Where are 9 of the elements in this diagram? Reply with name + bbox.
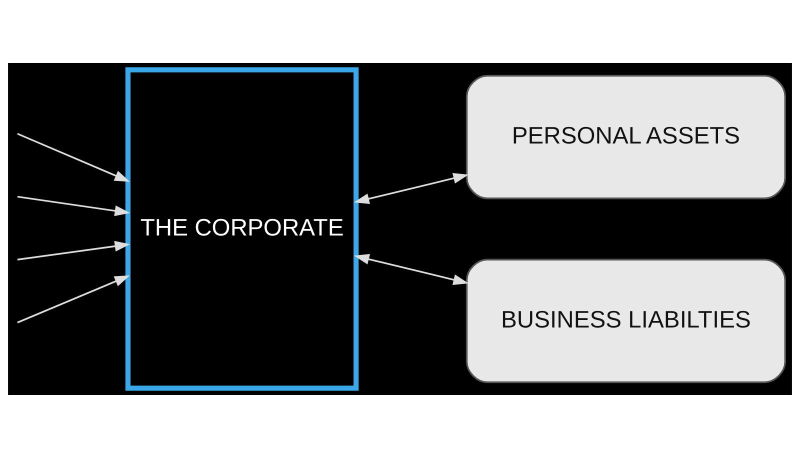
node-box: BUSINESS LIABILTIES: [466, 258, 786, 383]
node-box: PERSONAL ASSETS: [466, 74, 786, 199]
arrow: [17, 240, 130, 260]
arrow: [354, 172, 469, 204]
arrow: [17, 195, 130, 216]
node-box: THE CORPORATE: [125, 66, 359, 390]
arrow: [17, 274, 130, 323]
arrow: [17, 132, 130, 182]
arrow: [354, 254, 469, 284]
